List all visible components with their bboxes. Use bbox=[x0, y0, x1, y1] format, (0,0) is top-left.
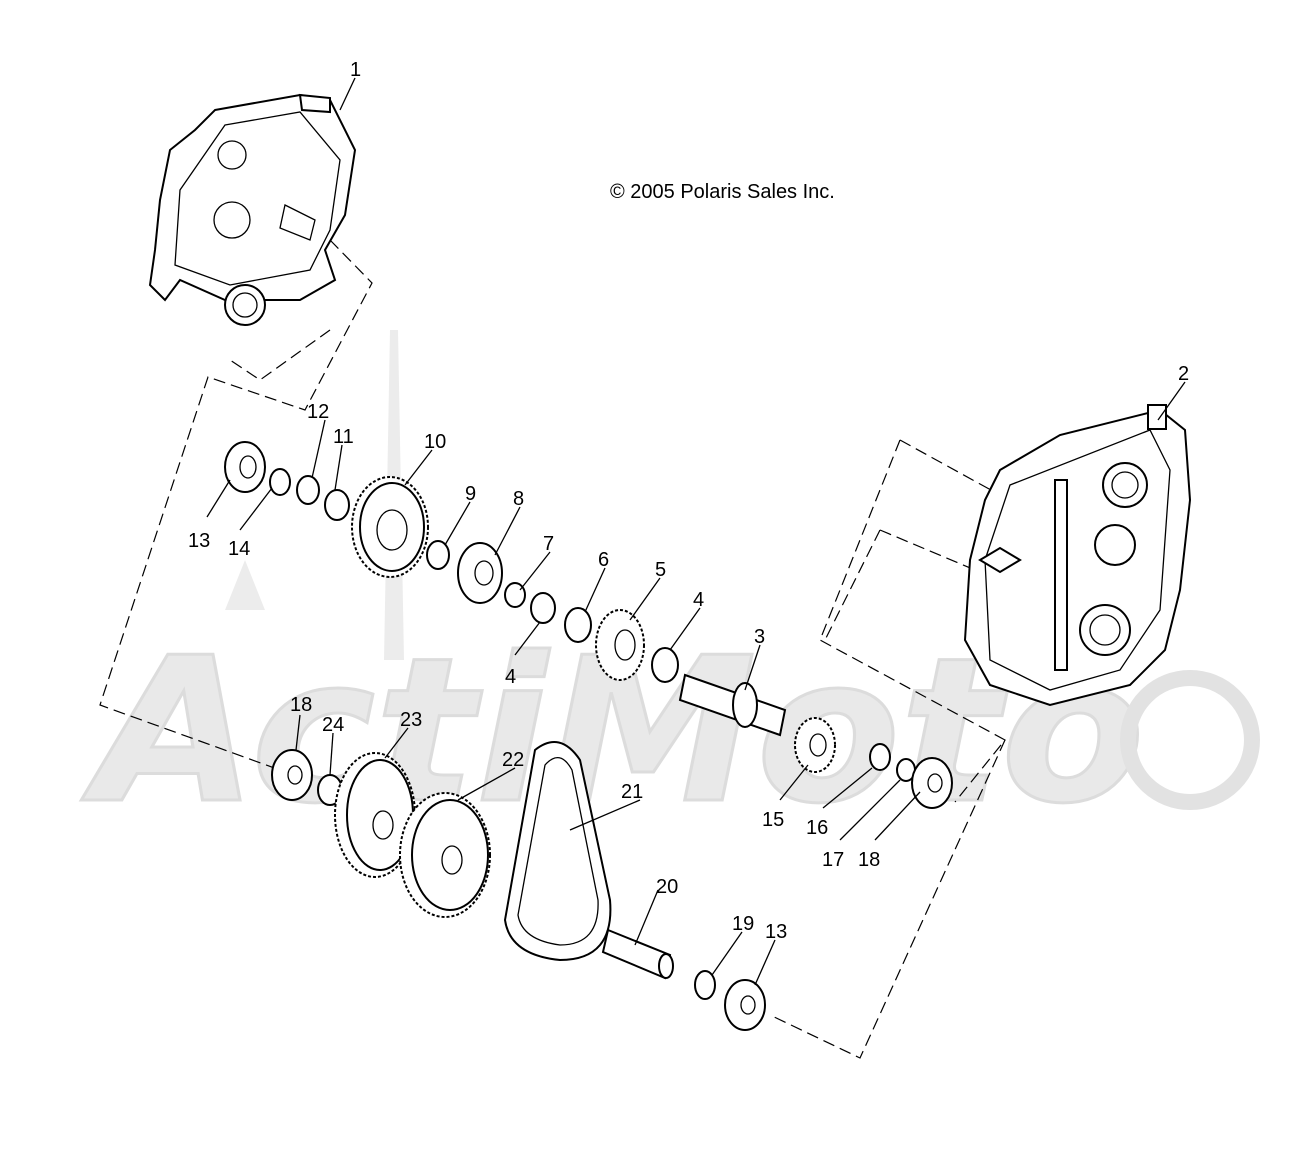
callout-2: 2 bbox=[1178, 363, 1189, 385]
leader-lines bbox=[206, 77, 1186, 986]
callout-16: 16 bbox=[806, 817, 828, 839]
callout-20: 20 bbox=[656, 876, 678, 898]
callout-14: 14 bbox=[228, 538, 250, 560]
callout-1: 1 bbox=[350, 59, 361, 81]
callout-5: 5 bbox=[655, 559, 666, 581]
watermark-wheel bbox=[1120, 670, 1260, 810]
callout-6: 6 bbox=[598, 549, 609, 571]
callout-7: 7 bbox=[543, 533, 554, 555]
callout-18-right: 18 bbox=[858, 849, 880, 871]
callout-24: 24 bbox=[322, 714, 344, 736]
callout-12: 12 bbox=[307, 401, 329, 423]
callout-4-left: 4 bbox=[505, 666, 516, 688]
callout-10: 10 bbox=[424, 431, 446, 453]
callout-9: 9 bbox=[465, 483, 476, 505]
callout-8: 8 bbox=[513, 488, 524, 510]
callout-13-bottom: 13 bbox=[765, 921, 787, 943]
callout-17: 17 bbox=[822, 849, 844, 871]
callout-13-left: 13 bbox=[188, 530, 210, 552]
assembly-guide-lines bbox=[99, 239, 1006, 1059]
callout-3: 3 bbox=[754, 626, 765, 648]
callout-11: 11 bbox=[333, 426, 354, 448]
callout-18-left: 18 bbox=[290, 694, 312, 716]
callout-21: 21 bbox=[621, 781, 643, 803]
upper-shaft-components bbox=[224, 441, 679, 683]
lower-shaft-components bbox=[271, 741, 766, 1031]
copyright-notice: © 2005 Polaris Sales Inc. bbox=[610, 181, 835, 203]
housing-cover-part-1 bbox=[148, 93, 357, 326]
output-shaft-components bbox=[678, 673, 953, 809]
callout-labels: 1 2 3 4 4 5 6 7 8 9 10 11 12 13 13 14 15… bbox=[188, 59, 1189, 943]
callout-15: 15 bbox=[762, 809, 784, 831]
housing-part-2 bbox=[963, 404, 1192, 707]
callout-4-right: 4 bbox=[693, 589, 704, 611]
callout-19: 19 bbox=[732, 913, 754, 935]
callout-23: 23 bbox=[400, 709, 422, 731]
callout-22: 22 bbox=[502, 749, 524, 771]
